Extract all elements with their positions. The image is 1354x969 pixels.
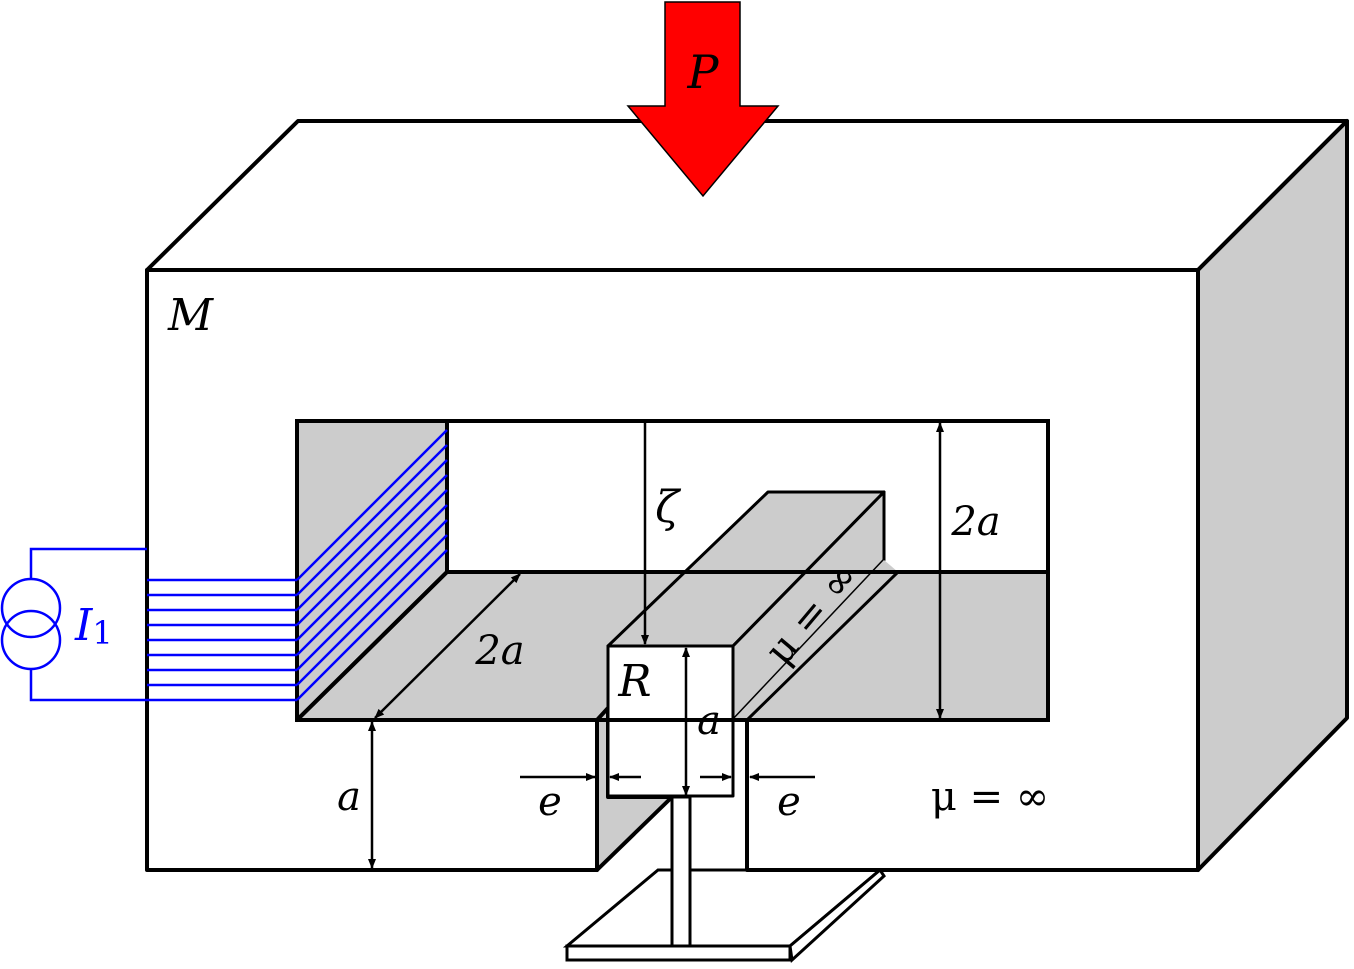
rotor-floor-right — [733, 560, 1048, 720]
height-2a-label: 2a — [950, 499, 1000, 545]
coil-turn-diagonal — [296, 489, 448, 641]
force-arrow — [626, 1, 780, 198]
mu-stator-label: μ = ∞ — [931, 774, 1049, 820]
dimension-arrows — [368, 421, 944, 869]
depth-2a-label: 2a — [474, 628, 524, 674]
zeta-label: ζ — [655, 482, 682, 533]
rotor-bar — [606, 490, 1048, 798]
gap-right-label: e — [777, 779, 801, 825]
coil-turn-diagonal — [296, 444, 448, 596]
coil-turn-diagonal — [296, 519, 448, 671]
rotor-label: R — [617, 656, 651, 707]
magnet-label: M — [167, 290, 214, 341]
current-label: I1 — [74, 600, 113, 652]
coil-winding — [147, 429, 448, 702]
gap-left-label: e — [538, 779, 562, 825]
coil-turn-diagonal — [296, 429, 448, 581]
force-label: P — [687, 45, 720, 99]
current-source — [0, 547, 147, 702]
base-height-label: a — [337, 774, 361, 820]
rotor-height-label: a — [697, 698, 721, 744]
coil-turn-diagonal — [296, 534, 448, 686]
coil-turn-diagonal — [296, 474, 448, 626]
coil-turn-diagonal — [296, 459, 448, 611]
coil-turn-diagonal — [296, 504, 448, 656]
depth-2a-arrow — [374, 573, 521, 719]
